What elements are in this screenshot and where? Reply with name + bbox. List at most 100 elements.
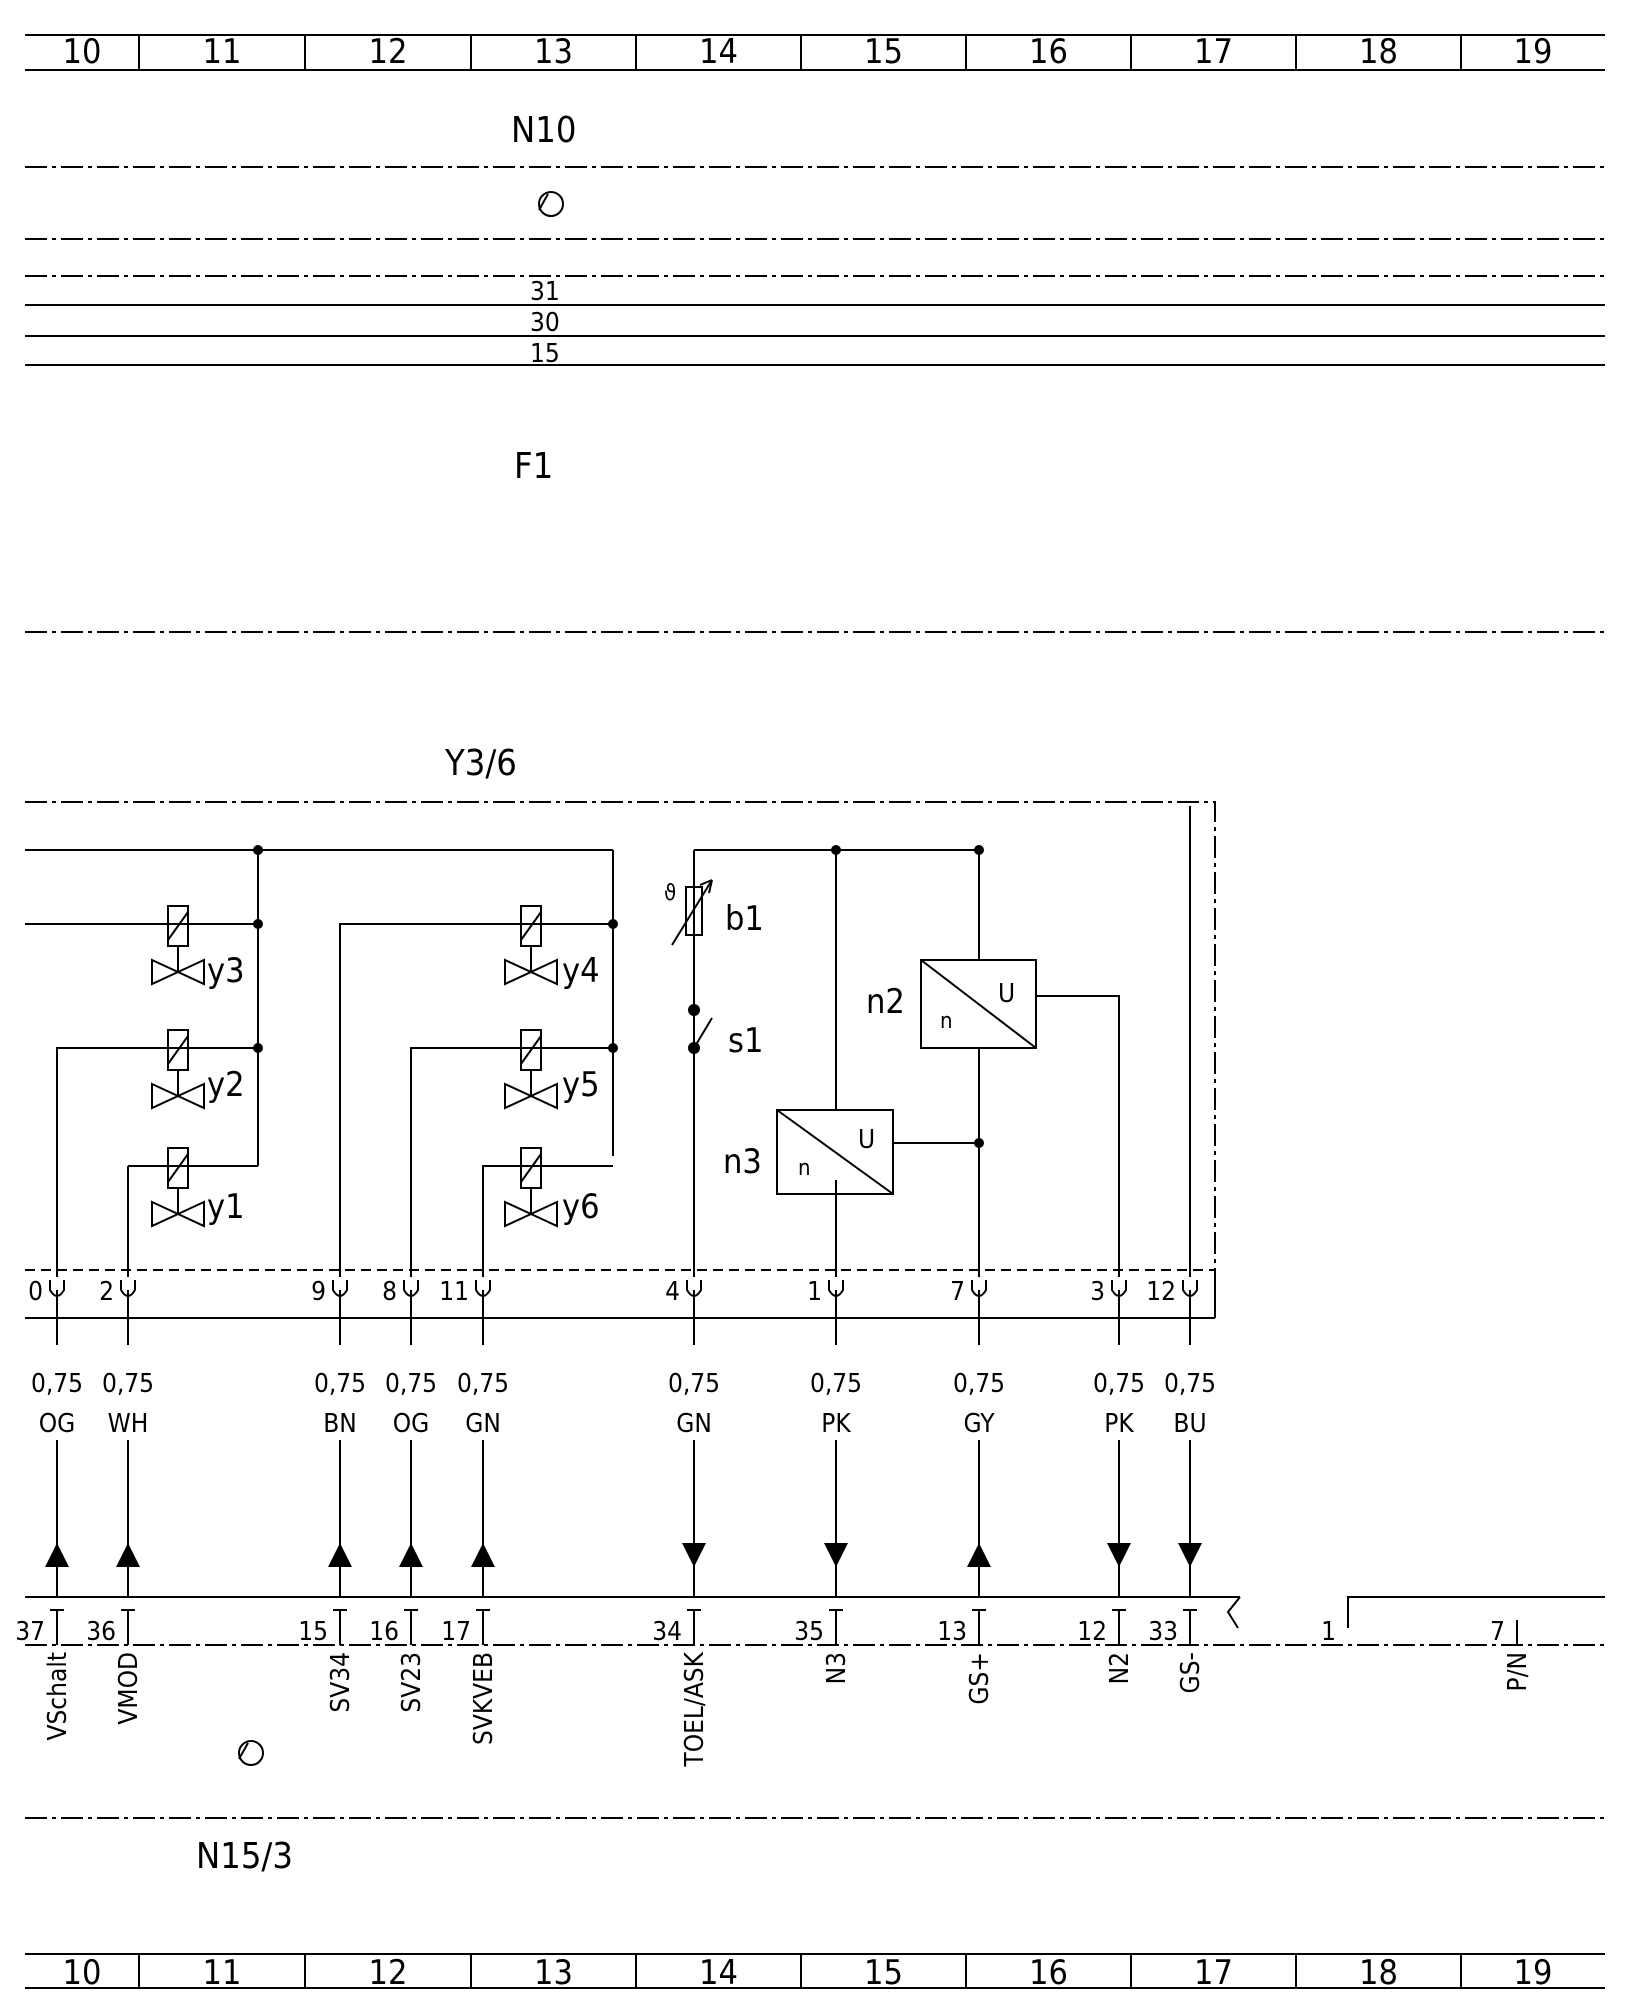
signal-label: VSchalt <box>43 1652 73 1741</box>
ecu-pin-label: 12 <box>1077 1617 1107 1647</box>
valve-label-y6: y6 <box>562 1187 600 1227</box>
wire-size-label: 0,75 <box>810 1369 862 1399</box>
ecu-pin-33 <box>1183 1609 1197 1645</box>
ecu-pin-label: 7 <box>1490 1617 1505 1647</box>
ecu-pin-label: 15 <box>298 1617 328 1647</box>
arrow-down-icon <box>1178 1543 1202 1567</box>
ecu-pin-label: 35 <box>794 1617 824 1647</box>
wire-color-label: GY <box>963 1409 995 1439</box>
ecu-pin-34 <box>687 1609 701 1645</box>
y3-6-pin-3 <box>1111 1280 1127 1318</box>
ecu-pin-7 <box>1511 1620 1523 1646</box>
grid-column-label: 18 <box>1359 32 1398 72</box>
wire-size-label: 0,75 <box>457 1369 509 1399</box>
y3-6-pin-11 <box>475 1280 491 1318</box>
valve-y4-icon <box>504 905 558 986</box>
ecu-pin-label: 36 <box>86 1617 116 1647</box>
grid-column-label: 14 <box>699 32 738 72</box>
component-f1: F1 <box>514 446 553 487</box>
ecu-pin-16 <box>404 1609 418 1645</box>
grid-column-label: 12 <box>369 32 408 72</box>
signal-label: GS- <box>1176 1652 1206 1693</box>
wire-size-label: 0,75 <box>1164 1369 1216 1399</box>
n2-box-n: n <box>940 1009 953 1034</box>
ecu-pin-label: 17 <box>441 1617 471 1647</box>
arrow-up-icon <box>116 1543 140 1567</box>
theta-symbol: ϑ <box>664 881 676 906</box>
grid-column-label: 18 <box>1359 1953 1398 1993</box>
valve-y6-icon <box>504 1147 558 1228</box>
y3-6-pin-9 <box>332 1280 348 1318</box>
ecu-pin-label: 37 <box>15 1617 45 1647</box>
wire-color-label: WH <box>108 1409 149 1439</box>
arrow-up-icon <box>45 1543 69 1567</box>
signal-label: SV23 <box>397 1652 427 1713</box>
component-y3-6: Y3/6 <box>444 743 517 784</box>
connector-pin-label: 11 <box>439 1277 469 1307</box>
valve-y2-icon <box>151 1029 205 1110</box>
signal-label: VMOD <box>114 1652 144 1725</box>
component-n10: N10 <box>511 110 576 151</box>
y3-6-pin-0 <box>49 1280 65 1318</box>
ecu-pin-label: 16 <box>369 1617 399 1647</box>
grid-column-label: 17 <box>1194 32 1233 72</box>
grid-column-label: 11 <box>203 32 242 72</box>
bus-label-30: 30 <box>530 308 560 338</box>
valve-label-y1: y1 <box>207 1187 245 1227</box>
grid-column-label: 15 <box>864 1953 903 1993</box>
arrow-up-icon <box>967 1543 991 1567</box>
y3-6-pin-8 <box>403 1280 419 1318</box>
connector-pin-label: 1 <box>807 1277 822 1307</box>
ecu-pin-13 <box>972 1609 986 1645</box>
y3-6-pin-12 <box>1182 1280 1198 1318</box>
arrow-down-icon <box>824 1543 848 1567</box>
wire-size-label: 0,75 <box>1093 1369 1145 1399</box>
valve-y5-icon <box>504 1029 558 1110</box>
connector-pin-label: 2 <box>99 1277 114 1307</box>
switch-label-s1: s1 <box>728 1021 763 1061</box>
sensor-label-b1: b1 <box>725 899 764 939</box>
grid-column-label: 19 <box>1514 32 1553 72</box>
n3-box-u: U <box>858 1125 875 1155</box>
signal-label: GS+ <box>965 1652 995 1705</box>
connector-pin-label: 8 <box>382 1277 397 1307</box>
n2-box-u: U <box>998 979 1015 1009</box>
grid-column-label: 13 <box>534 32 573 72</box>
bus-label-15: 15 <box>530 339 560 369</box>
y3-6-pin-7 <box>971 1280 987 1318</box>
wire-size-label: 0,75 <box>668 1369 720 1399</box>
ecu-pin-17 <box>476 1609 490 1645</box>
ecu-pin-label: 34 <box>652 1617 682 1647</box>
wire-size-label: 0,75 <box>31 1369 83 1399</box>
y3-6-pin-1 <box>828 1280 844 1318</box>
grid-column-label: 10 <box>63 32 102 72</box>
ecu-pin-35 <box>829 1609 843 1645</box>
signal-label: P/N <box>1503 1652 1533 1691</box>
wire-size-label: 0,75 <box>314 1369 366 1399</box>
valve-label-y3: y3 <box>207 951 245 991</box>
ecu-pin-37 <box>50 1609 64 1645</box>
grid-column-label: 10 <box>63 1953 102 1993</box>
connector-pin-label: 0 <box>28 1277 43 1307</box>
grid-column-label: 12 <box>369 1953 408 1993</box>
grid-column-label: 17 <box>1194 1953 1233 1993</box>
connector-pin-label: 12 <box>1146 1277 1176 1307</box>
wire-color-label: OG <box>39 1409 76 1439</box>
grid-column-label: 19 <box>1514 1953 1553 1993</box>
wire-size-label: 0,75 <box>102 1369 154 1399</box>
wire-color-label: GN <box>676 1409 712 1439</box>
wire-color-label: PK <box>1104 1409 1134 1439</box>
arrow-down-icon <box>682 1543 706 1567</box>
wire-color-label: BN <box>323 1409 357 1439</box>
connector-pin-label: 9 <box>311 1277 326 1307</box>
sensor-label-n2: n2 <box>866 982 905 1022</box>
